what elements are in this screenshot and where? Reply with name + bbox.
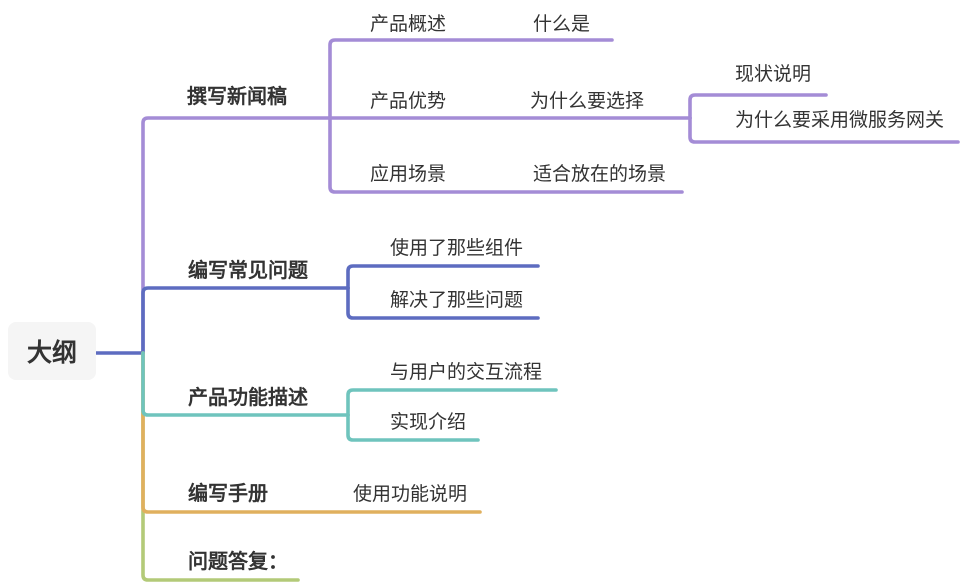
- node-product-features[interactable]: 产品功能描述: [188, 387, 308, 409]
- node-manual[interactable]: 编写手册: [188, 483, 268, 505]
- node-suitable-scenarios[interactable]: 适合放在的场景: [533, 164, 667, 185]
- node-implementation-intro[interactable]: 实现介绍: [390, 412, 467, 433]
- node-why-microservice-gateway[interactable]: 为什么要采用微服务网关: [735, 110, 945, 131]
- connector-branch4-elbow: [141, 351, 482, 514]
- connector-branch1-elbow: [141, 116, 332, 355]
- node-question-replies[interactable]: 问题答复：: [188, 551, 288, 573]
- connector-branch1-sub-up: [688, 93, 828, 120]
- node-product-overview[interactable]: 产品概述: [370, 14, 447, 35]
- connector-branch2-child2: [346, 286, 540, 320]
- connector-branch1-row3: [328, 116, 684, 194]
- node-user-interaction-flow[interactable]: 与用户的交互流程: [390, 362, 543, 383]
- node-status-description[interactable]: 现状说明: [735, 64, 812, 85]
- connector-branch1-row1: [328, 38, 614, 120]
- node-root[interactable]: 大纲: [8, 322, 96, 380]
- node-why-choose[interactable]: 为什么要选择: [530, 91, 645, 112]
- connector-branch2-elbow: [141, 286, 350, 355]
- connector-branch3-child2: [346, 413, 480, 442]
- node-what-is[interactable]: 什么是: [533, 14, 591, 35]
- node-usage-instructions[interactable]: 使用功能说明: [353, 484, 468, 505]
- node-application-scenarios[interactable]: 应用场景: [370, 164, 447, 185]
- node-problems-solved[interactable]: 解决了那些问题: [390, 290, 524, 311]
- node-press-release[interactable]: 撰写新闻稿: [187, 86, 287, 108]
- connector-branch2-child1: [346, 264, 540, 290]
- connector-branch3-elbow: [141, 351, 350, 417]
- connector-branch5-elbow: [141, 351, 300, 582]
- connector-branch1-sub-down: [688, 116, 960, 144]
- node-product-advantages[interactable]: 产品优势: [370, 91, 447, 112]
- node-components-used[interactable]: 使用了那些组件: [390, 238, 524, 259]
- node-faq[interactable]: 编写常见问题: [188, 260, 308, 282]
- connector-branch3-child1: [346, 388, 558, 417]
